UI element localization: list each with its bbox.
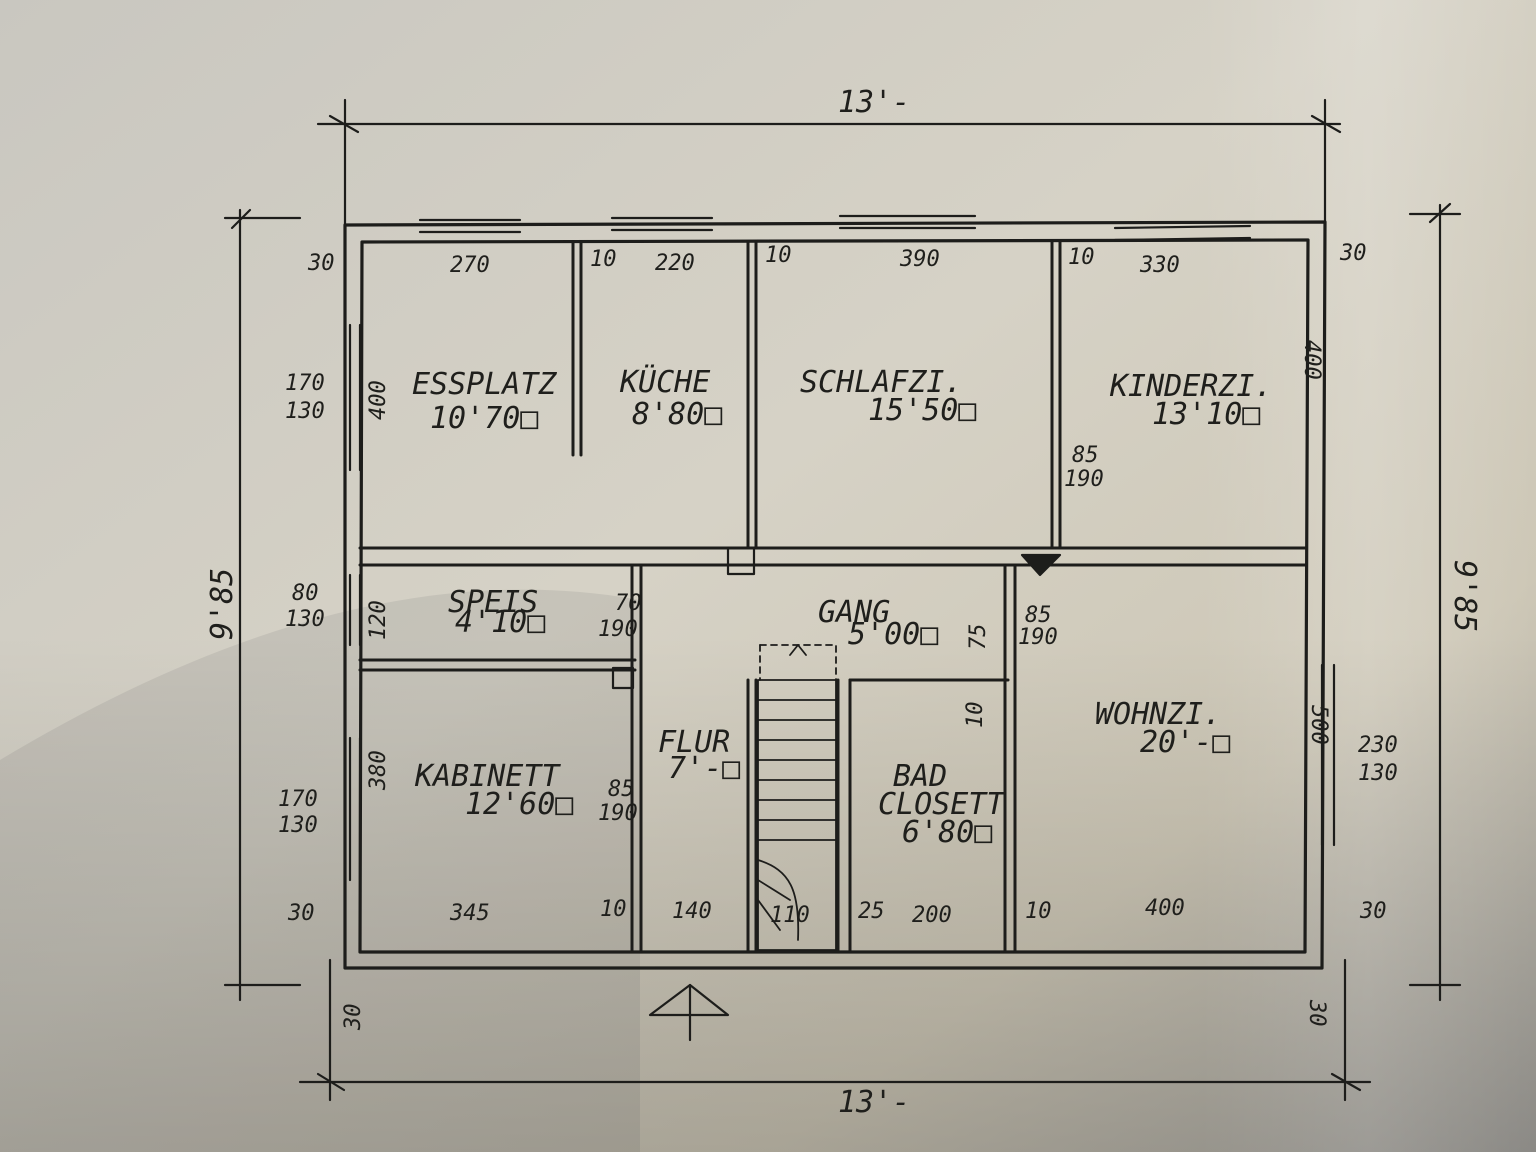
dim-top-outer-right: 30 xyxy=(1339,241,1367,266)
dim-door-4-top: 85 xyxy=(608,777,635,802)
overall-dimension-lines xyxy=(223,98,1462,1102)
staircase xyxy=(757,644,837,951)
dim-left-vertical-3: 380 xyxy=(366,750,391,791)
dim-top-wall-1: 10 xyxy=(590,247,617,272)
dim-right-vertical-1: 400 xyxy=(1299,340,1324,380)
dim-top-total: 13'- xyxy=(838,85,910,120)
dim-bottom-total: 13'- xyxy=(838,1085,910,1120)
dim-right-window-top: 230 xyxy=(1358,733,1398,758)
dim-door-1-top: 85 xyxy=(1072,443,1099,468)
dim-bottom-wall-2: 140 xyxy=(672,899,712,924)
room-schlafzi-area: 15'50□ xyxy=(868,393,976,428)
dim-left-total: 9'85 xyxy=(205,568,240,640)
chimney-marks xyxy=(611,546,1062,690)
room-gang-area: 5'00□ xyxy=(848,617,938,652)
dim-top-wall-0: 270 xyxy=(450,253,490,278)
dim-left-vertical-2: 120 xyxy=(366,600,391,640)
dim-top-wall-5: 10 xyxy=(1068,245,1095,270)
dim-top-wall-4: 390 xyxy=(899,247,940,272)
windows xyxy=(348,214,1336,970)
entrance-marker xyxy=(648,983,730,1042)
dim-door-4-bottom: 190 xyxy=(598,801,638,826)
dimension-labels: 13'- 13'- 9'85 9'85 xyxy=(205,85,1482,1120)
dim-door-2-bottom: 190 xyxy=(598,617,638,642)
room-labels: ESSPLATZ 10'70□ KÜCHE 8'80□ SCHLAFZI. 15… xyxy=(412,364,1273,850)
dim-door-3-top: 85 xyxy=(1025,603,1052,628)
dim-left-window-1-bottom: 130 xyxy=(285,399,325,424)
dim-door-3-bottom: 190 xyxy=(1018,625,1058,650)
room-kueche-name: KÜCHE xyxy=(619,364,710,400)
dim-left-window-1-top: 170 xyxy=(285,371,325,396)
dim-bottom-wall-1: 10 xyxy=(600,897,627,922)
dim-top-wall-6: 330 xyxy=(1139,253,1180,278)
dim-bottom-wall-4: 25 xyxy=(858,899,885,924)
dim-right-vertical-2: 500 xyxy=(1306,705,1331,745)
dim-left-window-3-bottom: 130 xyxy=(278,813,318,838)
dim-bottom-wall-5: 200 xyxy=(912,903,952,928)
room-flur-name: FLUR xyxy=(658,725,730,760)
room-speis-name: SPEIS xyxy=(448,585,538,620)
room-schlafzi-name: SCHLAFZI. xyxy=(800,365,963,400)
room-essplatz-name: ESSPLATZ xyxy=(412,367,557,402)
room-bad-sub: CLOSETT xyxy=(878,787,1006,822)
outer-walls xyxy=(343,220,1327,970)
dim-top-outer-left: 30 xyxy=(307,251,335,276)
room-kabinett-name: KABINETT xyxy=(414,759,561,794)
dim-gang-small: 10 xyxy=(963,702,988,729)
dim-bottom-wall-6: 10 xyxy=(1025,899,1052,924)
room-kueche-area: 8'80□ xyxy=(632,397,722,432)
dim-right-total: 9'85 xyxy=(1447,560,1482,632)
room-flur-area: 7'-□ xyxy=(668,751,740,786)
room-gang-name: GANG xyxy=(818,595,890,630)
wall-dimension-labels: 30 30 270 10 220 10 390 10 330 345 10 14… xyxy=(278,241,1398,1031)
dim-left-vertical-1: 400 xyxy=(366,380,391,420)
room-bad-area: 6'80□ xyxy=(902,815,992,850)
dim-door-1-bottom: 190 xyxy=(1064,467,1104,492)
room-bad-name: BAD xyxy=(893,759,947,794)
dim-left-window-3-top: 170 xyxy=(278,787,318,812)
room-wohnzi-area: 20'-□ xyxy=(1140,725,1230,760)
room-wohnzi-name: WOHNZI. xyxy=(1095,697,1221,732)
room-speis-area: 4'10□ xyxy=(455,605,545,640)
dim-bottom-corner-right: 30 xyxy=(1304,999,1329,1027)
dim-bottom-outer-left: 30 xyxy=(287,901,315,926)
room-kinderzi-area: 13'10□ xyxy=(1152,397,1260,432)
room-kinderzi-name: KINDERZI. xyxy=(1109,369,1273,404)
dim-top-wall-2: 220 xyxy=(655,251,695,276)
dim-bottom-wall-3: 110 xyxy=(770,903,810,928)
interior-walls xyxy=(358,240,1307,954)
dim-bottom-corner-left: 30 xyxy=(341,1004,366,1032)
room-essplatz-area: 10'70□ xyxy=(430,401,538,436)
dim-bottom-wall-0: 345 xyxy=(449,901,490,926)
dim-bottom-wall-7: 400 xyxy=(1145,896,1185,921)
dim-left-window-2-top: 80 xyxy=(292,581,319,606)
dim-left-window-2-bottom: 130 xyxy=(285,607,325,632)
dim-top-wall-3: 10 xyxy=(765,243,792,268)
dim-door-2-top: 70 xyxy=(615,591,642,616)
dim-bottom-outer-right: 30 xyxy=(1359,899,1387,924)
room-kabinett-area: 12'60□ xyxy=(465,787,573,822)
dim-gang-vertical: 75 xyxy=(966,624,991,651)
dim-right-window-bottom: 130 xyxy=(1358,761,1398,786)
